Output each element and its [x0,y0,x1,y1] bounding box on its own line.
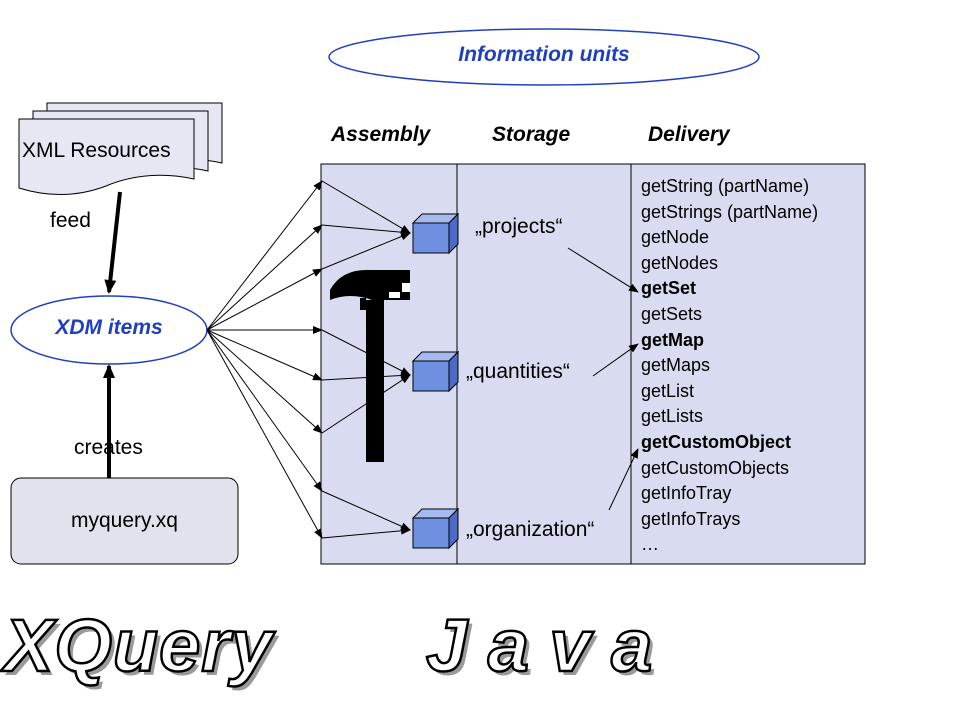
delivery-method-item: getNodes [641,252,719,273]
creates-label: creates [74,436,143,459]
storage-item-quantities: „quantities“ [466,360,570,383]
delivery-method-item: getSets [641,303,703,324]
delivery-panel [630,163,866,565]
delivery-method-list: getString (partName) getStrings (partNam… [641,174,818,558]
delivery-method-item: getInfoTray [641,483,732,504]
delivery-method-item: getSet [641,278,697,299]
cube-icon-organization [411,507,460,550]
query-file-box [10,477,239,565]
xquery-label: XQuery [3,603,274,689]
delivery-method-item: getMap [641,329,704,350]
diagram-title: Information units [458,43,630,66]
storage-delivery-arrows [567,247,639,511]
feed-arrow [104,191,122,294]
storage-item-organization: „organization“ [466,518,595,541]
hammer-icon [330,269,410,462]
column-header-storage: Storage [492,123,571,146]
query-file-label: myquery.xq [71,509,178,532]
xml-resources-document-stack [18,102,223,195]
storage-panel [456,163,632,565]
delivery-method-item: getLists [641,406,704,427]
xdm-items-label: XDM items [55,316,163,339]
delivery-method-item: getCustomObject [641,431,792,452]
delivery-method-item: getList [641,380,695,401]
java-label: J a v a [425,603,654,689]
cube-icon-projects [411,212,460,255]
xdm-fanout-arrows [206,180,323,539]
delivery-method-item: getNode [641,227,710,248]
delivery-method-item: getStrings (partName) [641,201,819,222]
storage-item-projects: „projects“ [475,215,563,238]
delivery-method-item: … [641,534,659,555]
column-header-delivery: Delivery [648,123,730,146]
cube-icon-quantities [411,350,460,393]
xml-resources-label: XML Resources [22,139,171,162]
column-header-assembly: Assembly [331,123,431,146]
delivery-method-item: getInfoTrays [641,508,741,529]
delivery-method-item: getString (partName) [641,176,810,196]
delivery-method-item: getCustomObjects [641,457,790,478]
delivery-method-item: getMaps [641,355,711,376]
title-ellipse [328,28,760,86]
feed-label: feed [50,209,91,232]
